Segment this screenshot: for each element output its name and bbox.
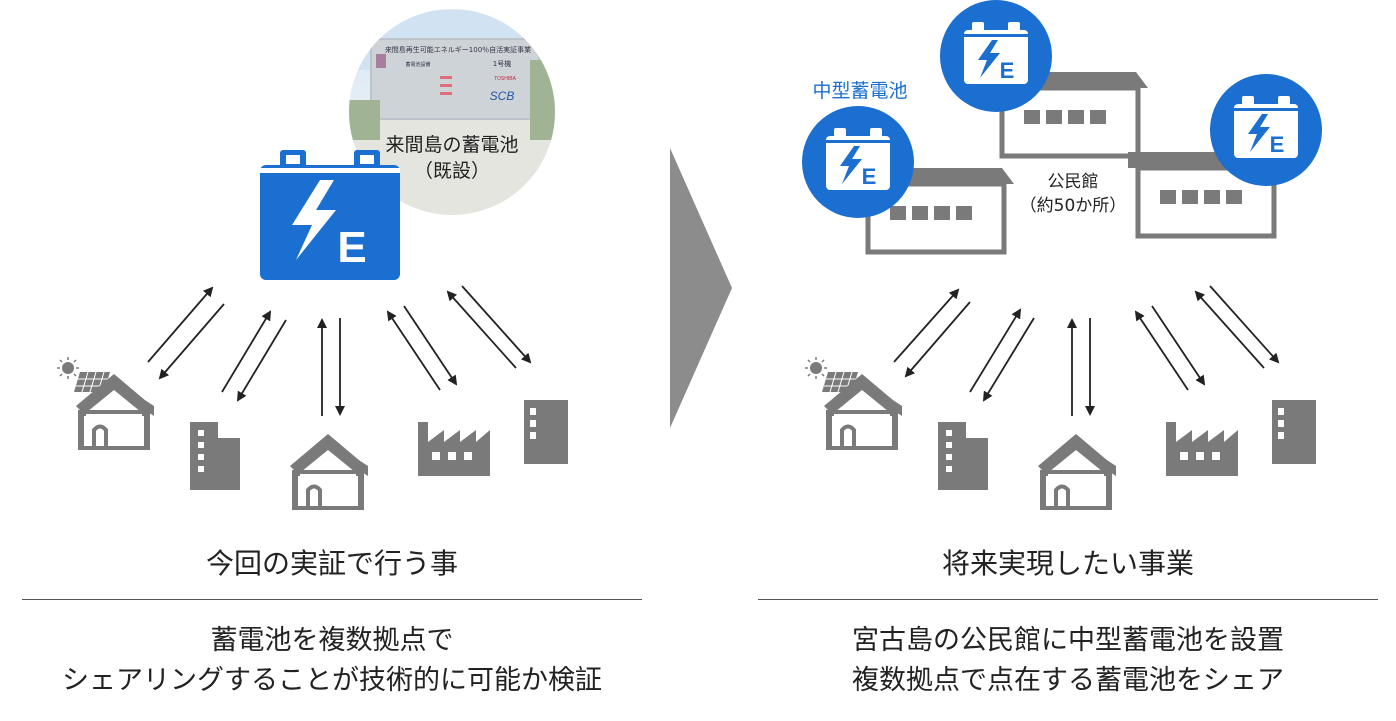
photo-sign-brand1: TOSHIBA: [494, 76, 517, 82]
photo-sign-line2: 蓄電池設備: [405, 61, 430, 68]
flow-arrows-left: [147, 285, 532, 416]
right-heading: 将来実現したい事業: [941, 547, 1194, 580]
right-desc-line1: 宮古島の公民館に中型蓄電池を設置: [852, 625, 1284, 656]
flow-arrows-right: [893, 285, 1280, 416]
mid-battery-icon: [802, 106, 914, 218]
office-building-icon: [190, 422, 240, 490]
photo-sign-brand2: SCB: [490, 89, 515, 103]
facility-label-line2: （約50か所）: [1019, 196, 1127, 216]
house-icon: [288, 432, 370, 510]
left-desc-line2: シェアリングすることが技術的に可能か検証: [62, 665, 602, 696]
photo-sign-line3: 1号機: [493, 59, 511, 68]
factory-icon: [1166, 422, 1238, 476]
left-description: 蓄電池を複数拠点で シェアリングすることが技術的に可能か検証: [22, 621, 642, 701]
mid-battery-label: 中型蓄電池: [812, 80, 908, 102]
right-description: 宮古島の公民館に中型蓄電池を設置 複数拠点で点在する蓄電池をシェア: [758, 621, 1378, 701]
photo-caption: 来間島の蓄電池 （既設）: [372, 132, 532, 184]
facility-label-line1: 公民館: [1047, 172, 1099, 192]
right-desc-line2: 複数拠点で点在する蓄電池をシェア: [852, 665, 1284, 696]
photo-sign-line1: 来間島再生可能エネルギー100％自活実証事業: [385, 45, 531, 54]
tall-building-icon: [1272, 400, 1316, 464]
left-desc-line1: 蓄電池を複数拠点で: [210, 625, 454, 656]
factory-icon: [418, 422, 490, 476]
photo-caption-line2: （既設）: [413, 160, 490, 182]
mid-battery-icon: [940, 0, 1052, 112]
mid-battery-icon: [1210, 74, 1322, 186]
left-divider: [22, 599, 642, 600]
left-heading: 今回の実証で行う事: [205, 547, 458, 580]
chevron-right-arrow-icon: [670, 148, 732, 428]
right-divider: [758, 599, 1378, 600]
facility-label: 公民館 （約50か所）: [1008, 170, 1138, 218]
tall-building-icon: [524, 400, 568, 464]
photo-caption-line1: 来間島の蓄電池: [385, 134, 519, 156]
house-icon: [1036, 432, 1118, 510]
office-building-icon: [938, 422, 988, 490]
